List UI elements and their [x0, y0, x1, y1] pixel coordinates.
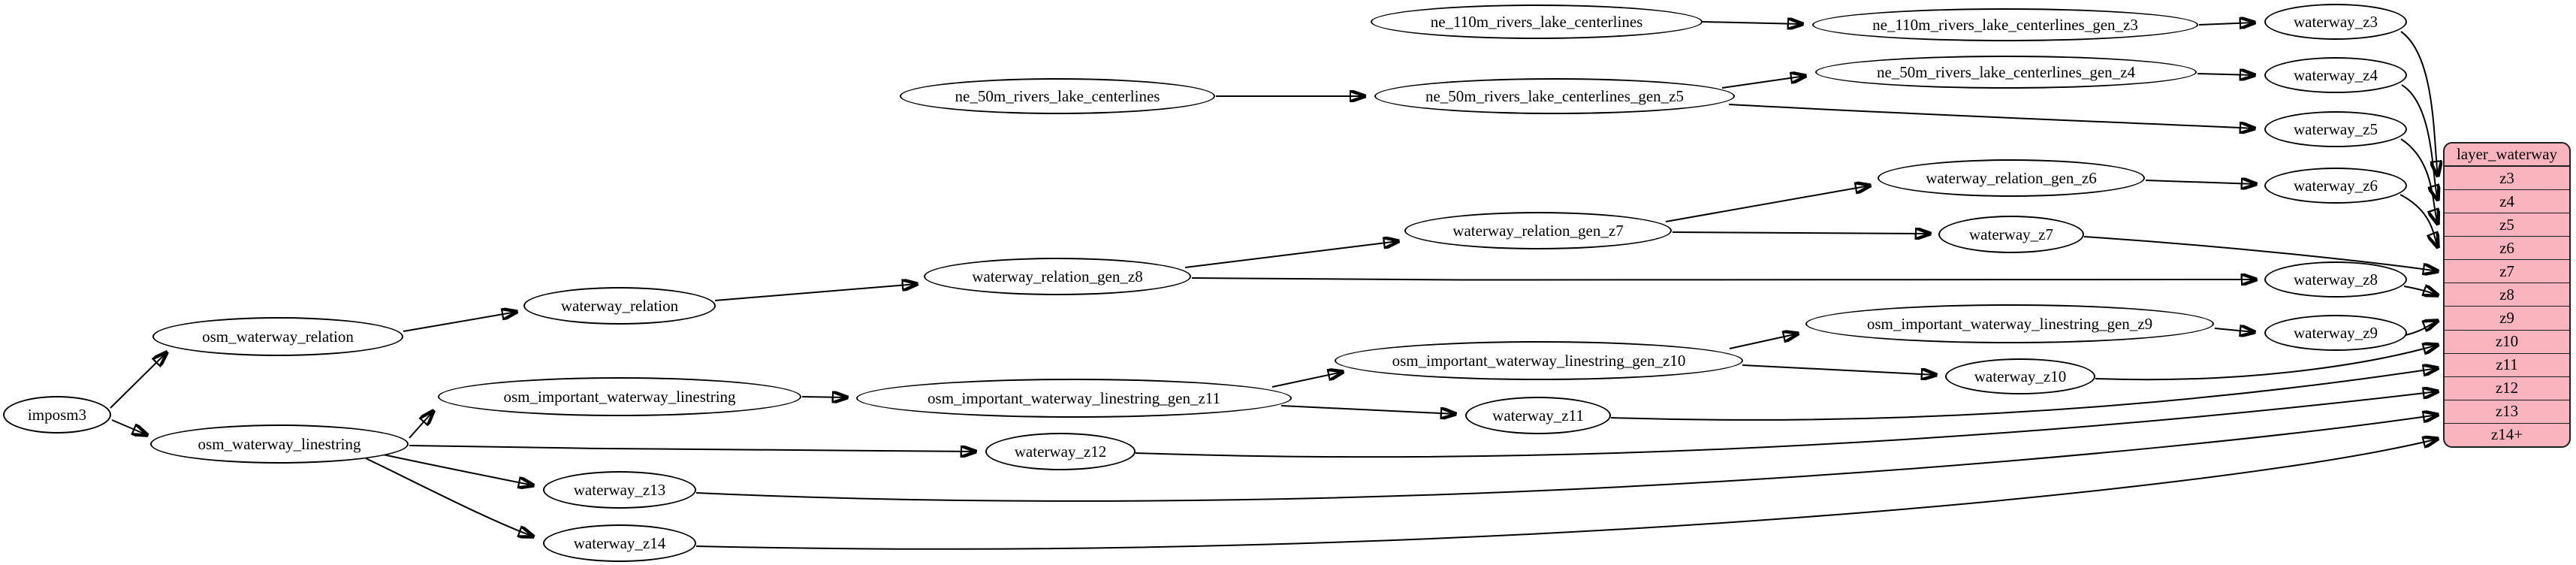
node-waterway-z9: waterway_z9 [2264, 315, 2407, 351]
node-imposm3: imposm3 [3, 396, 111, 434]
edge-waterway_z14-to-row-z14 [695, 439, 2438, 550]
node-ne-50m-rivers-lake-centerlines: ne_50m_rivers_lake_centerlines [900, 78, 1215, 114]
table-row-z7: z7 [2445, 260, 2569, 284]
node-ne-50m-rivers-lake-centerlines-gen-z4: ne_50m_rivers_lake_centerlines_gen_z4 [1815, 56, 2197, 89]
table-row-z6: z6 [2445, 237, 2569, 261]
edge-waterway_z6-to-row-z6 [2400, 194, 2438, 247]
node-waterway-relation-gen-z7: waterway_relation_gen_z7 [1404, 212, 1672, 249]
edge-gen_z5-to-waterway_z5 [1728, 104, 2255, 128]
table-row-z10: z10 [2445, 331, 2569, 354]
edge-gen_z11-to-waterway_z11 [1280, 405, 1455, 414]
node-waterway-z3: waterway_z3 [2264, 4, 2407, 40]
node-waterway-z6: waterway_z6 [2264, 168, 2407, 204]
table-row-z11: z11 [2445, 354, 2569, 377]
edge-osm_waterway_linestring-to-waterway_z14 [365, 458, 533, 536]
node-waterway-relation-gen-z8: waterway_relation_gen_z8 [924, 258, 1191, 295]
table-row-z5: z5 [2445, 213, 2569, 237]
edge-gen_z4-to-waterway_z4 [2197, 74, 2255, 75]
node-waterway-relation: waterway_relation [523, 287, 716, 325]
edge-gen_z6-to-waterway_z6 [2145, 180, 2256, 184]
edge-waterway_z4-to-row-z4 [2401, 84, 2438, 200]
layer-waterway-table: layer_waterway z3 z4 z5 z6 z7 z8 z9 z10 … [2443, 142, 2571, 448]
node-osm-important-waterway-linestring: osm_important_waterway_linestring [438, 377, 801, 416]
node-osm-waterway-linestring: osm_waterway_linestring [150, 425, 409, 464]
edge-waterway_z7-to-row-z7 [2083, 236, 2438, 271]
edge-waterway_z9-to-row-z9 [2405, 321, 2438, 336]
table-row-z3: z3 [2445, 167, 2569, 191]
table-row-z4: z4 [2445, 190, 2569, 214]
node-waterway-z11: waterway_z11 [1465, 397, 1611, 434]
edge-gen_z7-to-waterway_z7 [1672, 232, 1930, 234]
edge-gen_z5-to-gen_z4 [1721, 76, 1805, 89]
node-waterway-z5: waterway_z5 [2264, 111, 2407, 147]
edge-waterway_z11-to-row-z11 [1610, 368, 2438, 421]
edge-gen_z3-to-waterway_z3 [2198, 23, 2255, 25]
edge-gen_z9-to-waterway_z9 [2214, 328, 2255, 332]
node-waterway-z13: waterway_z13 [543, 471, 696, 509]
table-row-z13: z13 [2445, 400, 2569, 424]
table-row-z8: z8 [2445, 283, 2569, 307]
edge-gen_z8-to-waterway_z8 [1191, 278, 2256, 281]
edge-osm_waterway_linestring-to-waterway_z13 [382, 454, 533, 485]
table-row-z9: z9 [2445, 307, 2569, 331]
edge-ne_110m-to-gen_z3 [1702, 22, 1802, 24]
table-row-z12: z12 [2445, 377, 2569, 400]
node-osm-important-waterway-linestring-gen-z11: osm_important_waterway_linestring_gen_z1… [856, 379, 1292, 418]
node-waterway-z14: waterway_z14 [543, 524, 696, 562]
table-row-z14plus: z14+ [2490, 425, 2523, 444]
node-osm-important-waterway-linestring-gen-z10: osm_important_waterway_linestring_gen_z1… [1335, 341, 1743, 380]
edge-gen_z8-to-gen_z7 [1184, 241, 1398, 268]
node-waterway-z12: waterway_z12 [985, 433, 1136, 470]
edge-gen_z11-to-gen_z10 [1271, 372, 1343, 388]
node-waterway-z4: waterway_z4 [2264, 57, 2407, 93]
edge-waterway_relation-to-gen_z8 [714, 284, 917, 301]
edge-osm_waterway_relation-to-waterway_relation [403, 312, 517, 332]
node-ne-50m-rivers-lake-centerlines-gen-z5: ne_50m_rivers_lake_centerlines_gen_z5 [1374, 78, 1735, 114]
edge-gen_z7-to-gen_z6 [1665, 186, 1870, 222]
edge-osm_waterway_linestring-to-osm_important_waterway_linestring [409, 411, 433, 439]
edge-imposm3-to-osm_waterway_relation [110, 352, 167, 409]
edge-gen_z10-to-gen_z9 [1729, 334, 1798, 349]
edge-osm_waterway_linestring-to-waterway_z12 [409, 445, 976, 452]
layer-waterway-table-title: layer_waterway [2445, 144, 2569, 167]
edge-waterway_z8-to-row-z8 [2403, 286, 2438, 295]
node-ne-110m-rivers-lake-centerlines-gen-z3: ne_110m_rivers_lake_centerlines_gen_z3 [1812, 8, 2198, 41]
edge-waterway_z3-to-row-z3 [2400, 31, 2438, 176]
edge-waterway_z5-to-row-z5 [2400, 138, 2438, 224]
node-ne-110m-rivers-lake-centerlines: ne_110m_rivers_lake_centerlines [1371, 5, 1703, 39]
node-waterway-z10: waterway_z10 [1945, 358, 2095, 394]
edge-waterway_z13-to-row-z13 [695, 415, 2438, 502]
node-osm-important-waterway-linestring-gen-z9: osm_important_waterway_linestring_gen_z9 [1805, 304, 2214, 343]
node-waterway-z8: waterway_z8 [2264, 261, 2407, 298]
node-osm-waterway-relation: osm_waterway_relation [152, 317, 403, 356]
edge-gen_z10-to-waterway_z10 [1742, 364, 1936, 375]
node-waterway-relation-gen-z6: waterway_relation_gen_z6 [1878, 159, 2145, 197]
edge-imposm3-to-osm_waterway_linestring [111, 419, 147, 435]
edge-waterway_z10-to-row-z10 [2095, 345, 2438, 381]
node-waterway-z7: waterway_z7 [1938, 216, 2084, 253]
edge-waterway_z12-to-row-z12 [1135, 391, 2438, 458]
